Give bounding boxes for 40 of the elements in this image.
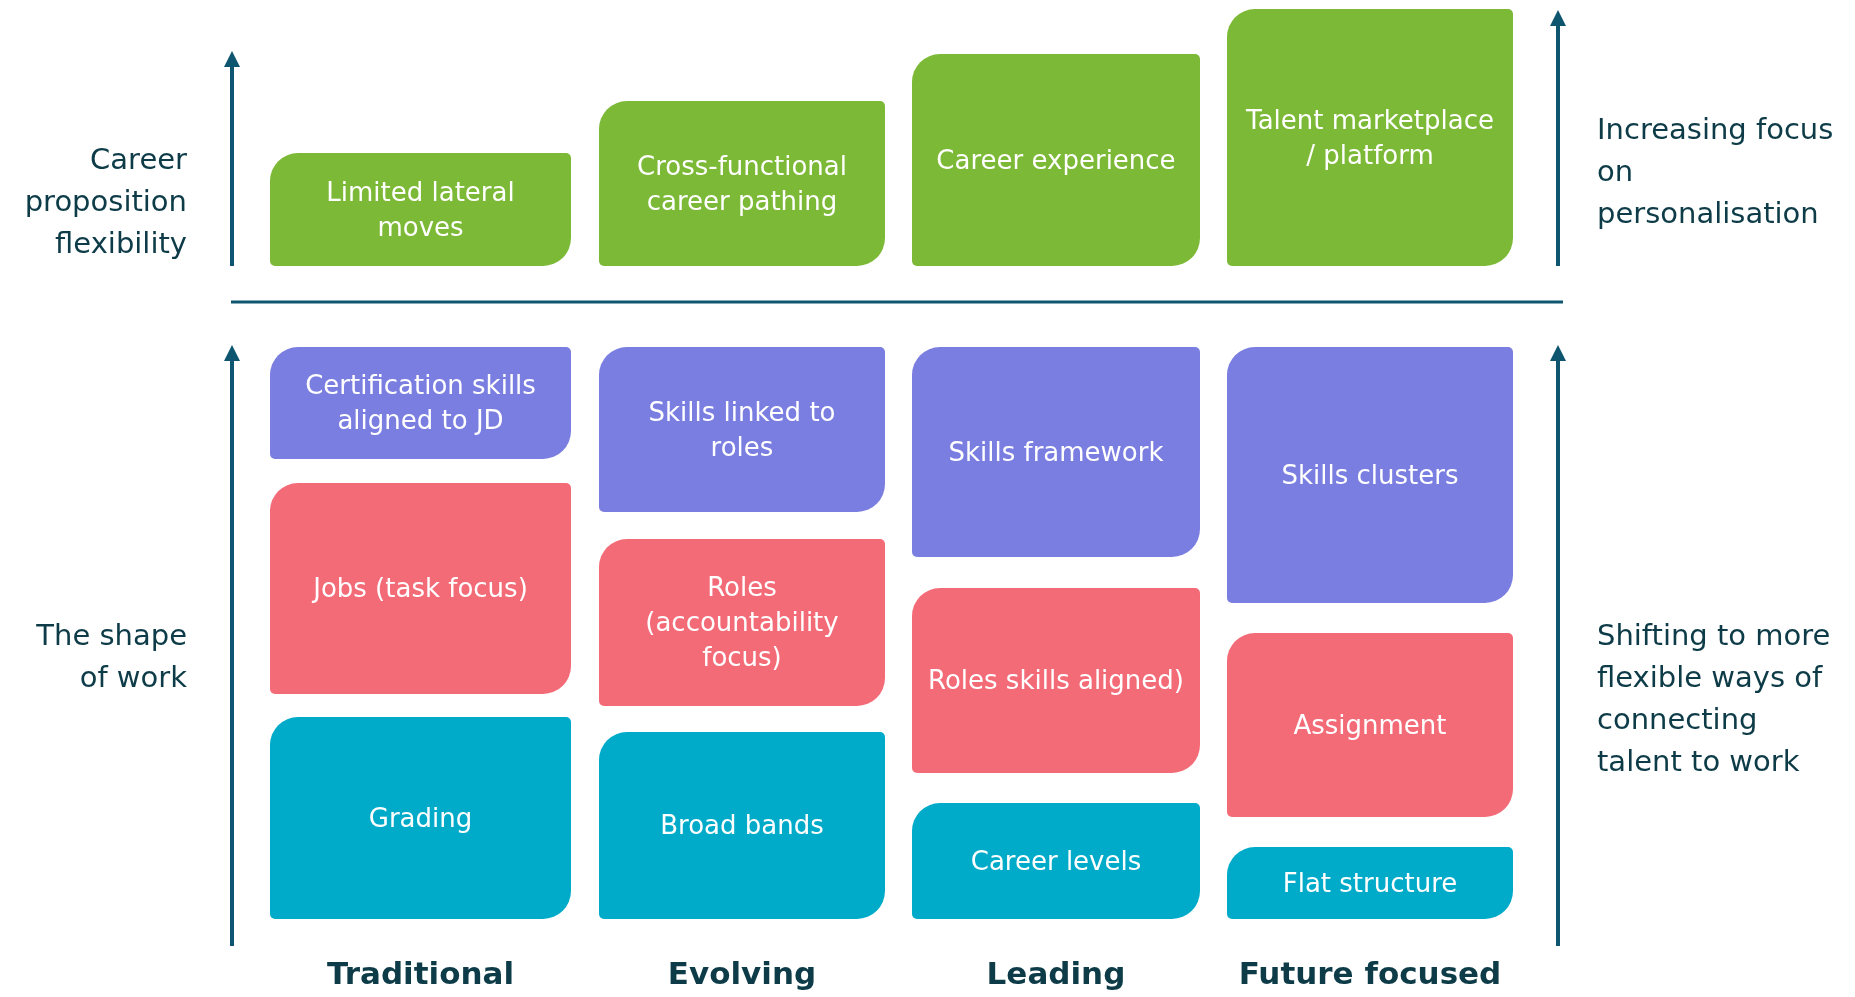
card-text: Cross-functional career pathing <box>636 149 848 218</box>
axis-description: The shape of work <box>35 617 187 696</box>
skills-card <box>912 347 1200 557</box>
career-option-card <box>912 54 1200 266</box>
work-unit-card <box>599 539 885 706</box>
card-text: Roles skills aligned) <box>928 664 1184 697</box>
card-text: Limited lateral moves <box>325 175 516 244</box>
column-heading: Leading <box>985 954 1127 993</box>
work-unit-card <box>270 483 571 694</box>
career-option-card <box>599 101 885 266</box>
card-text: Skills linked to roles <box>647 395 837 464</box>
work-unit-card <box>1227 633 1513 817</box>
axis-description: Career proposition flexibility <box>23 141 187 262</box>
column-heading: Traditional <box>325 954 516 993</box>
card-text: Skills framework <box>948 435 1164 469</box>
card-text: Grading <box>368 801 473 835</box>
structure-card <box>1227 847 1513 919</box>
card-text: Skills clusters <box>1281 458 1459 492</box>
card-text: Jobs (task focus) <box>313 572 528 605</box>
skills-card <box>599 347 885 512</box>
career-option-card <box>270 153 571 266</box>
skills-card <box>1227 347 1513 603</box>
card-text: Certification skills aligned to JD <box>304 369 537 437</box>
column-heading: Future focused <box>1237 954 1503 993</box>
card-text: Career experience <box>936 143 1176 177</box>
card-text: Broad bands <box>660 809 824 842</box>
card-text: Roles (accountability focus) <box>644 571 840 674</box>
axis-description: Increasing focus on personalisation <box>1597 111 1835 232</box>
column-heading: Evolving <box>666 954 818 993</box>
career-option-card <box>1227 9 1513 266</box>
structure-card <box>912 803 1200 919</box>
work-unit-card <box>912 588 1200 773</box>
structure-card <box>599 732 885 919</box>
card-text: Career levels <box>970 844 1142 878</box>
card-text: Assignment <box>1293 708 1447 742</box>
skills-card <box>270 347 571 459</box>
card-text: Talent marketplace / platform <box>1245 103 1495 172</box>
axis-description: Shifting to more flexible ways of connecting talent to work <box>1597 617 1832 780</box>
structure-card <box>270 717 571 919</box>
card-text: Flat structure <box>1282 866 1458 900</box>
